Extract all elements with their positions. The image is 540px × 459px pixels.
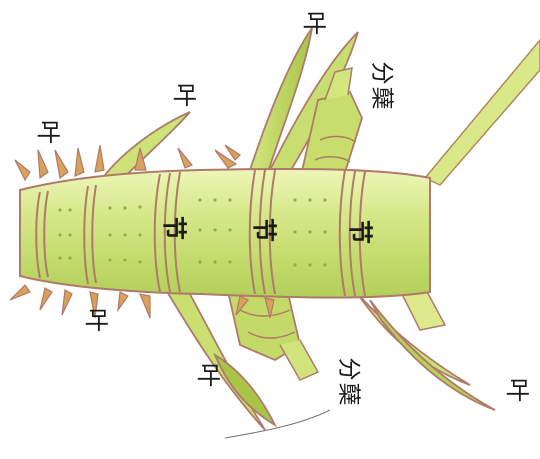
node-label-2: 节 (252, 218, 276, 242)
leaf-label-bottom-2: 叶 (196, 363, 220, 387)
leaf-label-left: 叶 (36, 120, 60, 144)
leaf-label-top-1: 叶 (302, 11, 326, 35)
leaf-label-bottom-1: 叶 (84, 308, 108, 332)
node-label-3: 节 (348, 220, 372, 244)
leaf-upper-right-long (425, 40, 540, 185)
pointer-line (225, 410, 330, 438)
tiller-label-lower: 分蘖 (337, 358, 360, 408)
leaf-label-top-2: 叶 (172, 83, 196, 107)
leaf-label-bottom-right: 叶 (505, 378, 529, 402)
node-label-1: 节 (162, 216, 186, 240)
tiller-label-upper: 分蘖 (370, 62, 393, 112)
leaf-lower-2 (215, 355, 275, 425)
